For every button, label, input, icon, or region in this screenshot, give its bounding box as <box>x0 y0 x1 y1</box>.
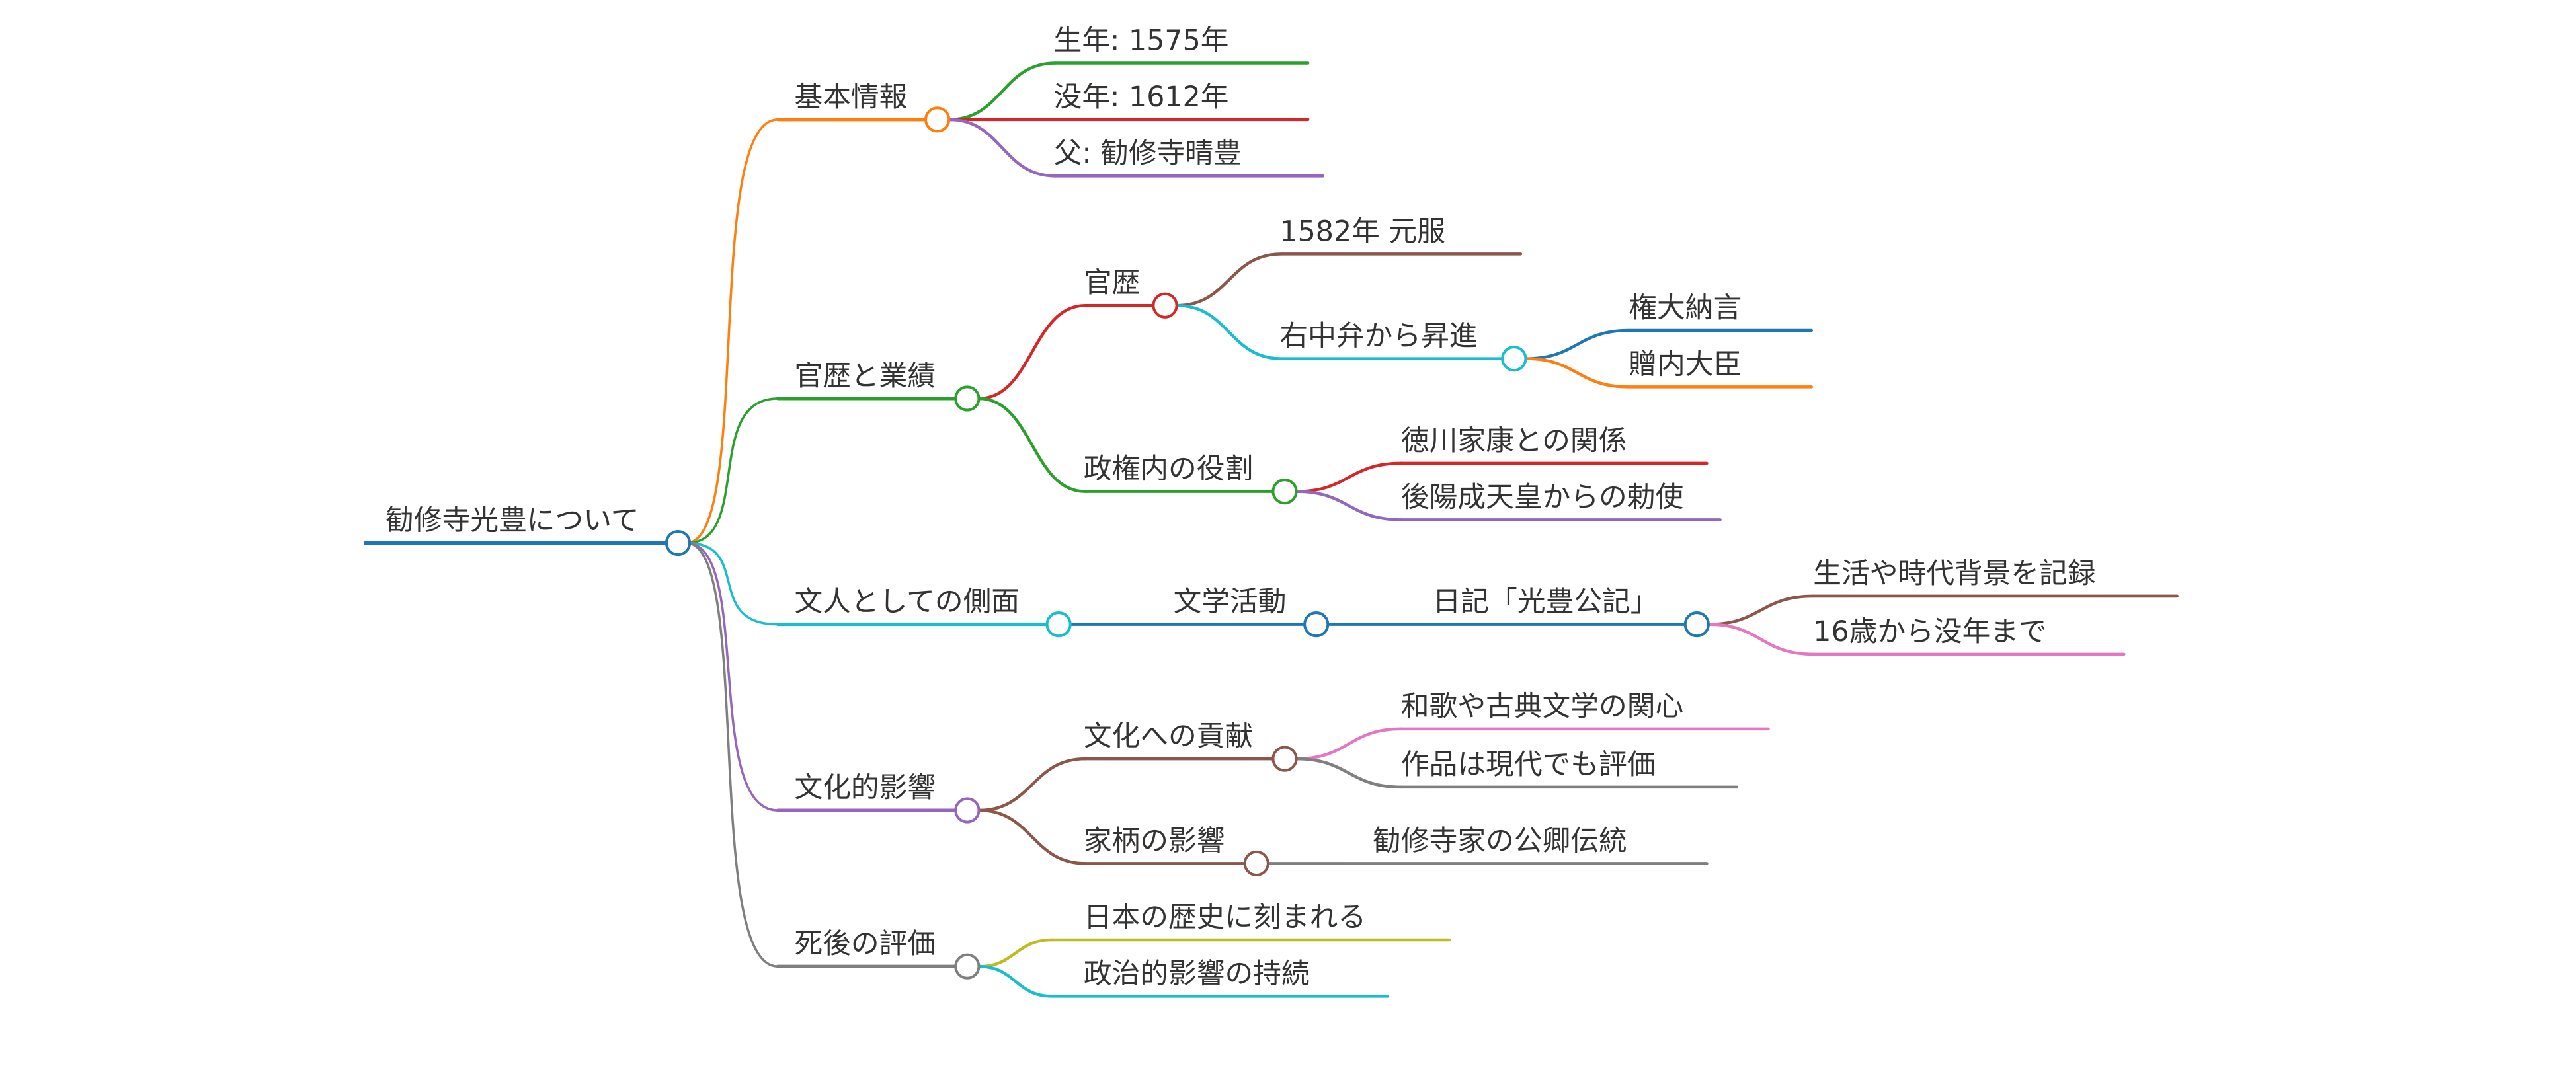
topic-label[interactable]: 徳川家康との関係 <box>1401 424 1627 457</box>
topic-label[interactable]: 官歴と業績 <box>794 360 936 393</box>
connector-b4.1 <box>977 964 1054 998</box>
topic-label[interactable]: 文化への貢献 <box>1084 720 1253 753</box>
topic-label[interactable]: 政治的影響の持続 <box>1084 957 1310 990</box>
topic-label[interactable]: 没年: 1612年 <box>1054 81 1229 114</box>
collapse-toggle-b1.0[interactable] <box>1152 292 1178 319</box>
connector-b3.0 <box>977 757 1087 812</box>
collapse-toggle-b1.0.1[interactable] <box>1501 346 1527 372</box>
mindmap-edges <box>363 61 2179 998</box>
connector-b0.0 <box>947 61 1057 122</box>
connector-b2.0.0.0 <box>1707 594 1815 626</box>
connector-b3.0.1 <box>1295 757 1403 789</box>
connector-b1.1.1 <box>1295 490 1403 521</box>
topic-label[interactable]: 文学活動 <box>1174 586 1287 619</box>
connector-b1.0.1.0 <box>1524 328 1630 360</box>
connector-b1.0.0 <box>1175 252 1283 307</box>
collapse-toggle-b2[interactable] <box>1045 611 1072 638</box>
topic-label[interactable]: 家柄の影響 <box>1084 824 1225 857</box>
collapse-toggle-root[interactable] <box>664 529 692 557</box>
connector-b2 <box>685 541 780 626</box>
topic-label[interactable]: 後陽成天皇からの勅使 <box>1401 480 1683 514</box>
collapse-toggle-b3[interactable] <box>954 797 981 824</box>
topic-label[interactable]: 文人としての側面 <box>794 586 1020 619</box>
collapse-toggle-b1[interactable] <box>954 385 981 412</box>
collapse-toggle-b4[interactable] <box>954 953 981 980</box>
connector-b0.2 <box>947 118 1057 178</box>
topic-label[interactable]: 官歴 <box>1084 266 1140 299</box>
connector-b4 <box>685 541 780 968</box>
mindmap-nodes <box>664 106 1710 980</box>
connector-b1 <box>685 397 780 545</box>
connector-b1.1.0 <box>1295 461 1403 493</box>
topic-label[interactable]: 生活や時代背景を記録 <box>1813 557 2095 590</box>
connector-b1.0.1 <box>1175 304 1283 360</box>
topic-label[interactable]: 政権内の役割 <box>1084 453 1253 486</box>
topic-label[interactable]: 贈内大臣 <box>1629 348 1742 381</box>
connector-b3.1 <box>977 808 1087 865</box>
topic-label[interactable]: 勧修寺家の公卿伝統 <box>1373 824 1627 857</box>
connector-b1.0.1.1 <box>1524 357 1630 389</box>
topic-label[interactable]: 16歳から没年まで <box>1813 615 2046 648</box>
collapse-toggle-b0[interactable] <box>924 106 951 133</box>
connector-b4.0 <box>977 938 1054 968</box>
topic-label[interactable]: 生年: 1575年 <box>1054 24 1229 57</box>
topic-label[interactable]: 作品は現代でも評価 <box>1401 748 1656 781</box>
collapse-toggle-b1.1[interactable] <box>1271 479 1298 505</box>
topic-label[interactable]: 死後の評価 <box>794 927 936 960</box>
topic-label[interactable]: 日本の歴史に刻まれる <box>1084 901 1366 934</box>
connector-b2.0.0.1 <box>1707 623 1815 656</box>
connector-b1.1 <box>977 397 1087 493</box>
topic-label[interactable]: 右中弁から昇進 <box>1279 320 1477 353</box>
collapse-toggle-b3.1[interactable] <box>1243 850 1269 877</box>
topic-label[interactable]: 1582年 元服 <box>1279 215 1445 248</box>
root-topic-label[interactable]: 勧修寺光豊について <box>385 504 639 537</box>
collapse-toggle-b2.0[interactable] <box>1303 611 1330 638</box>
topic-label[interactable]: 日記「光豊公記」 <box>1433 586 1659 619</box>
connector-b1.0 <box>977 304 1087 401</box>
connector-b0 <box>685 118 780 545</box>
topic-label[interactable]: 権大納言 <box>1629 291 1742 325</box>
topic-label[interactable]: 基本情報 <box>794 81 907 114</box>
topic-label[interactable]: 父: 勧修寺晴豊 <box>1054 137 1242 170</box>
collapse-toggle-b2.0.0[interactable] <box>1683 611 1710 638</box>
connector-b3 <box>685 541 780 812</box>
connector-b3.0.0 <box>1295 727 1403 761</box>
topic-label[interactable]: 和歌や古典文学の関心 <box>1401 690 1683 723</box>
collapse-toggle-b3.0[interactable] <box>1271 746 1298 772</box>
topic-label[interactable]: 文化的影響 <box>794 771 936 804</box>
